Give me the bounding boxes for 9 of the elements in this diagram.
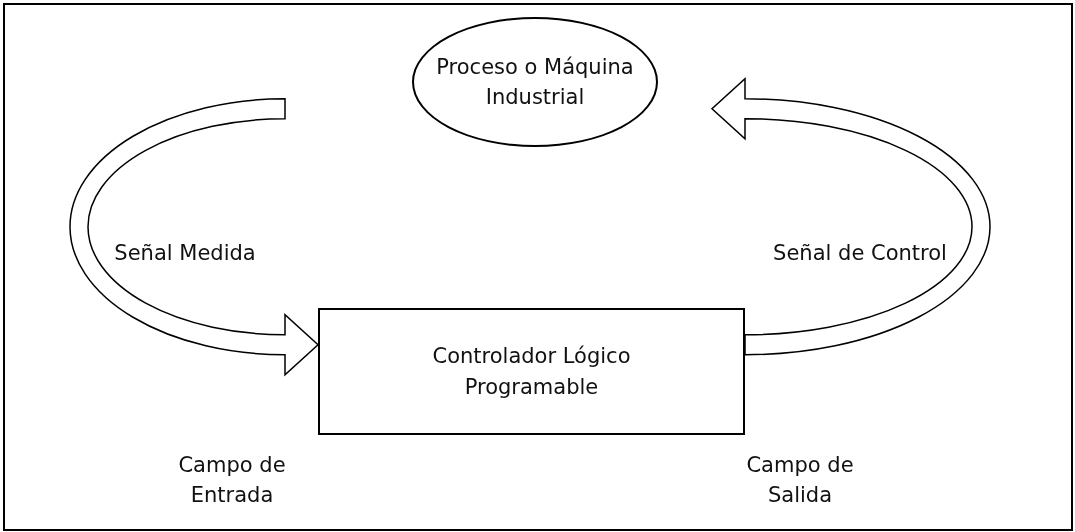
field-label: Campo de Salida [745,452,855,510]
edge-label: Señal Medida [114,240,256,267]
curved-block-arrow [711,78,991,356]
edge-label: Señal de Control [773,240,947,267]
node-label: Controlador Lógico Programable [431,343,632,401]
controller-box [318,308,745,435]
node-label: Proceso o Máquina Industrial [435,53,635,111]
field-label: Campo de Entrada [177,452,287,510]
curved-block-arrow [69,98,319,376]
